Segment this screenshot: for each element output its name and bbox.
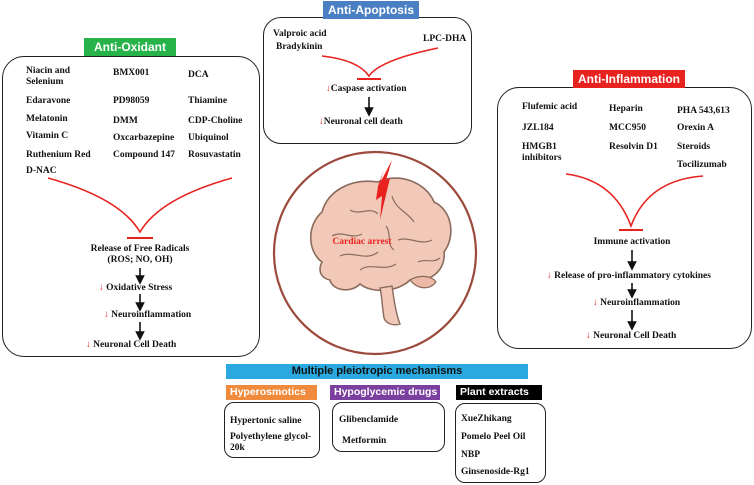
drug-bradykinin: Bradykinin bbox=[276, 42, 323, 52]
oxidative-stress-step: ↓ Oxidative Stress bbox=[99, 283, 173, 293]
down-arrow-icon: ↓ bbox=[104, 310, 109, 320]
metformin: Metformin bbox=[342, 436, 387, 446]
drug-vitamin-c: Vitamin C bbox=[26, 131, 69, 141]
drug-compound-147: Compound 147 bbox=[113, 150, 176, 160]
brain-illustration bbox=[310, 177, 452, 326]
free-radicals-list: (ROS; NO, OH) bbox=[107, 255, 173, 265]
down-arrow-icon: ↓ bbox=[547, 271, 552, 281]
drug-cdp-choline: CDP-Choline bbox=[188, 116, 243, 126]
drug-pha: PHA 543,613 bbox=[677, 106, 730, 116]
drug-thiamine: Thiamine bbox=[188, 96, 228, 106]
caspase-activation-step: ↓Caspase activation bbox=[326, 84, 407, 94]
drug-pd98059: PD98059 bbox=[113, 96, 150, 106]
neuronal-death-step: ↓Neuronal cell death bbox=[319, 117, 403, 127]
neuroinflammation-right-step: ↓ Neuroinflammation bbox=[593, 298, 681, 308]
drug-resolvin-d1: Resolvin D1 bbox=[609, 142, 658, 152]
drug-oxcarbazepine: Oxcarbazepine bbox=[113, 133, 175, 143]
drug-lpc-dha: LPC-DHA bbox=[423, 34, 467, 44]
drug-heparin: Heparin bbox=[609, 104, 643, 114]
drug-ruthenium-red: Ruthenium Red bbox=[26, 150, 91, 160]
hypertonic-saline: Hypertonic saline bbox=[230, 416, 302, 426]
anti-inflammation-title: Anti-Inflammation bbox=[573, 70, 685, 88]
drug-d-nac: D-NAC bbox=[26, 166, 57, 176]
anti-inflammation-inhibition-curve bbox=[565, 173, 704, 229]
drug-bmx001: BMX001 bbox=[113, 68, 150, 78]
drug-melatonin: Melatonin bbox=[26, 114, 68, 124]
cardiac-arrest-label: Cardiac arrest bbox=[332, 237, 392, 247]
cytokines-step: ↓ Release of pro-inflammatory cytokines bbox=[547, 271, 711, 281]
polyethylene-glycol: Polyethylene glycol-20k bbox=[230, 432, 311, 453]
down-arrow-icon: ↓ bbox=[593, 298, 598, 308]
drug-tocilizumab: Tocilizumab bbox=[677, 160, 727, 170]
neuronal-cell-death-step: ↓ Neuronal Cell Death bbox=[86, 340, 177, 350]
hyperosmotics-box bbox=[224, 402, 320, 458]
drug-niacin-selenium: Niacin and Selenium bbox=[26, 66, 71, 87]
down-arrow-icon: ↓ bbox=[319, 117, 324, 127]
anti-apoptosis-panel bbox=[263, 17, 472, 144]
drug-flufemic-acid: Flufemic acid bbox=[522, 102, 578, 112]
drug-dmm: DMM bbox=[113, 116, 138, 126]
down-arrow-icon: ↓ bbox=[326, 84, 331, 94]
neuroinflammation-step: ↓ Neuroinflammation bbox=[104, 310, 192, 320]
glibenclamide: Glibenclamide bbox=[339, 415, 399, 425]
anti-apoptosis-inhibition-curve bbox=[321, 47, 439, 78]
xuezhikang: XueZhikang bbox=[461, 414, 512, 424]
ginsenoside-rg1: Ginsenoside-Rg1 bbox=[461, 467, 530, 477]
drug-valproic-acid: Valproic acid bbox=[273, 29, 327, 39]
pomelo-peel-oil: Pomelo Peel Oil bbox=[461, 432, 526, 442]
anti-oxidant-panel bbox=[2, 56, 260, 357]
immune-activation: Immune activation bbox=[593, 237, 671, 247]
anti-oxidant-inhibition-curve bbox=[47, 177, 233, 234]
anti-inflammation-panel bbox=[497, 87, 752, 349]
plant-extracts-box bbox=[455, 403, 546, 483]
nbp: NBP bbox=[461, 450, 480, 460]
drug-edaravone: Edaravone bbox=[26, 96, 71, 106]
drug-dca: DCA bbox=[188, 70, 209, 80]
hypoglycemic-title: Hypoglycemic drugs bbox=[330, 385, 440, 400]
drug-mcc950: MCC950 bbox=[609, 123, 646, 133]
drug-jzl184: JZL184 bbox=[522, 123, 554, 133]
down-arrow-icon: ↓ bbox=[86, 340, 91, 350]
drug-rosuvastatin: Rosuvastatin bbox=[188, 150, 241, 160]
down-arrow-icon: ↓ bbox=[99, 283, 104, 293]
anti-apoptosis-title: Anti-Apoptosis bbox=[323, 1, 419, 19]
drug-ubiquinol: Ubiquinol bbox=[188, 133, 229, 143]
hyperosmotics-title: Hyperosmotics bbox=[226, 385, 317, 400]
drug-orexin-a: Orexin A bbox=[677, 123, 715, 133]
pleiotropic-title: Multiple pleiotropic mechanisms bbox=[291, 365, 463, 377]
hypoglycemic-box bbox=[332, 402, 445, 452]
pleiotropic-banner bbox=[226, 364, 528, 379]
anti-oxidant-title: Anti-Oxidant bbox=[84, 38, 176, 56]
drug-steroids: Steroids bbox=[677, 142, 711, 152]
plant-extracts-title: Plant extracts bbox=[456, 385, 542, 400]
release-free-radicals: Release of Free Radicals bbox=[90, 244, 190, 254]
down-arrow-icon: ↓ bbox=[586, 331, 591, 341]
neuronal-cell-death-right-step: ↓ Neuronal Cell Death bbox=[586, 331, 677, 341]
drug-hmgb1-inhibitors: HMGB1 inhibitors bbox=[522, 142, 562, 163]
lightning-bolt-icon bbox=[376, 160, 392, 220]
